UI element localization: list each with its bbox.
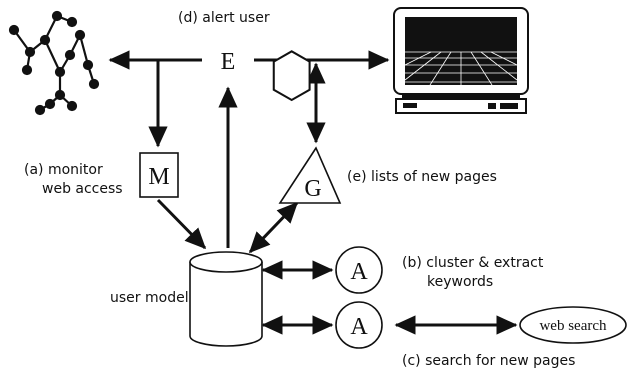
user-model-label: user model: [110, 290, 189, 306]
search-agent-letter: A: [350, 314, 368, 340]
alert-node: E: [221, 49, 311, 102]
database-cylinder-icon: [189, 251, 263, 347]
alert-node-letter: E: [221, 49, 236, 75]
monitor-node: M: [139, 152, 179, 198]
generator-node: G: [278, 146, 342, 204]
web-search-node: web search: [519, 306, 627, 344]
cluster-label-line1: (b) cluster & extract: [402, 255, 544, 271]
web-graph-icon: [8, 10, 100, 116]
monitor-node-letter: M: [148, 164, 169, 190]
connectors: [108, 50, 518, 335]
monitor-label-line1: (a) monitor: [24, 162, 103, 178]
search-agent-node: A: [335, 301, 383, 349]
lists-new-pages-label: (e) lists of new pages: [347, 169, 497, 185]
monitor-label-line2: web access: [42, 181, 123, 197]
generator-node-letter: G: [304, 176, 321, 202]
cluster-label-line2: keywords: [427, 274, 493, 290]
search-new-pages-label: (c) search for new pages: [402, 353, 575, 369]
alert-user-label: (d) alert user: [178, 10, 270, 26]
cluster-agent-node: A: [335, 246, 383, 294]
computer-monitor-icon: [393, 7, 529, 114]
cluster-agent-letter: A: [350, 259, 368, 285]
web-search-label: web search: [539, 318, 607, 334]
